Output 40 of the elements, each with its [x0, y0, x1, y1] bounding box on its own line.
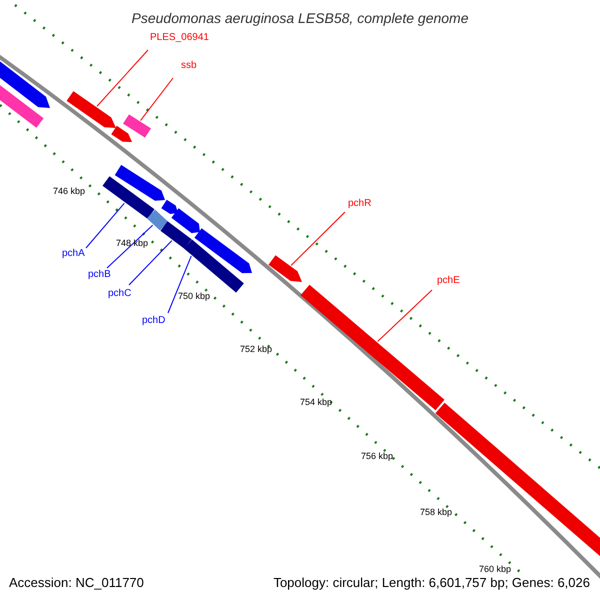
gene-label: pchE	[437, 275, 460, 287]
leader-line	[86, 202, 125, 248]
gene-label: pchA	[62, 248, 85, 260]
leader-line	[168, 255, 192, 314]
gene-feature	[194, 228, 252, 274]
tick-label: 754 kbp	[300, 396, 332, 408]
gene-feature	[114, 164, 165, 201]
gene-feature	[184, 239, 244, 293]
leader-line	[106, 224, 154, 268]
tick-label: 760 kbp	[479, 563, 512, 575]
gene-label: pchD	[142, 315, 166, 327]
tick-label: 756 kbp	[361, 450, 394, 462]
footer-text: Accession: NC_011770	[9, 575, 144, 590]
gene-label: ssb	[181, 60, 197, 72]
tick-label: 746 kbp	[53, 185, 86, 197]
gene-feature	[146, 210, 168, 230]
footer-text: Topology: circular; Length: 6,601,757 bp; Genes: 6,026	[273, 575, 590, 590]
gene-feature	[171, 208, 200, 234]
gene-feature	[160, 221, 192, 249]
gene-feature	[66, 91, 116, 128]
tick-label: 750 kbp	[178, 290, 210, 302]
gene-feature	[111, 126, 132, 142]
leader-line	[377, 290, 432, 342]
tick-label: 752 kbp	[240, 343, 272, 355]
gene-label: pchC	[108, 288, 132, 300]
gene-feature	[268, 255, 302, 282]
gene-feature	[300, 284, 444, 410]
title: Pseudomonas aeruginosa LESB58, complete genome	[130, 10, 470, 26]
tick-label: 748 kbp	[116, 237, 148, 249]
leader-line	[140, 78, 174, 122]
gene-feature	[123, 114, 151, 138]
leader-line	[96, 50, 148, 107]
tick-label: 758 kbp	[420, 506, 452, 518]
gene-label: pchR	[348, 198, 372, 210]
leader-line	[290, 212, 346, 266]
gene-feature	[161, 200, 178, 214]
gene-label: PLES_06941	[150, 32, 209, 44]
gene-label: pchB	[88, 269, 111, 281]
leader-line	[128, 240, 172, 286]
gene-feature	[102, 176, 154, 219]
